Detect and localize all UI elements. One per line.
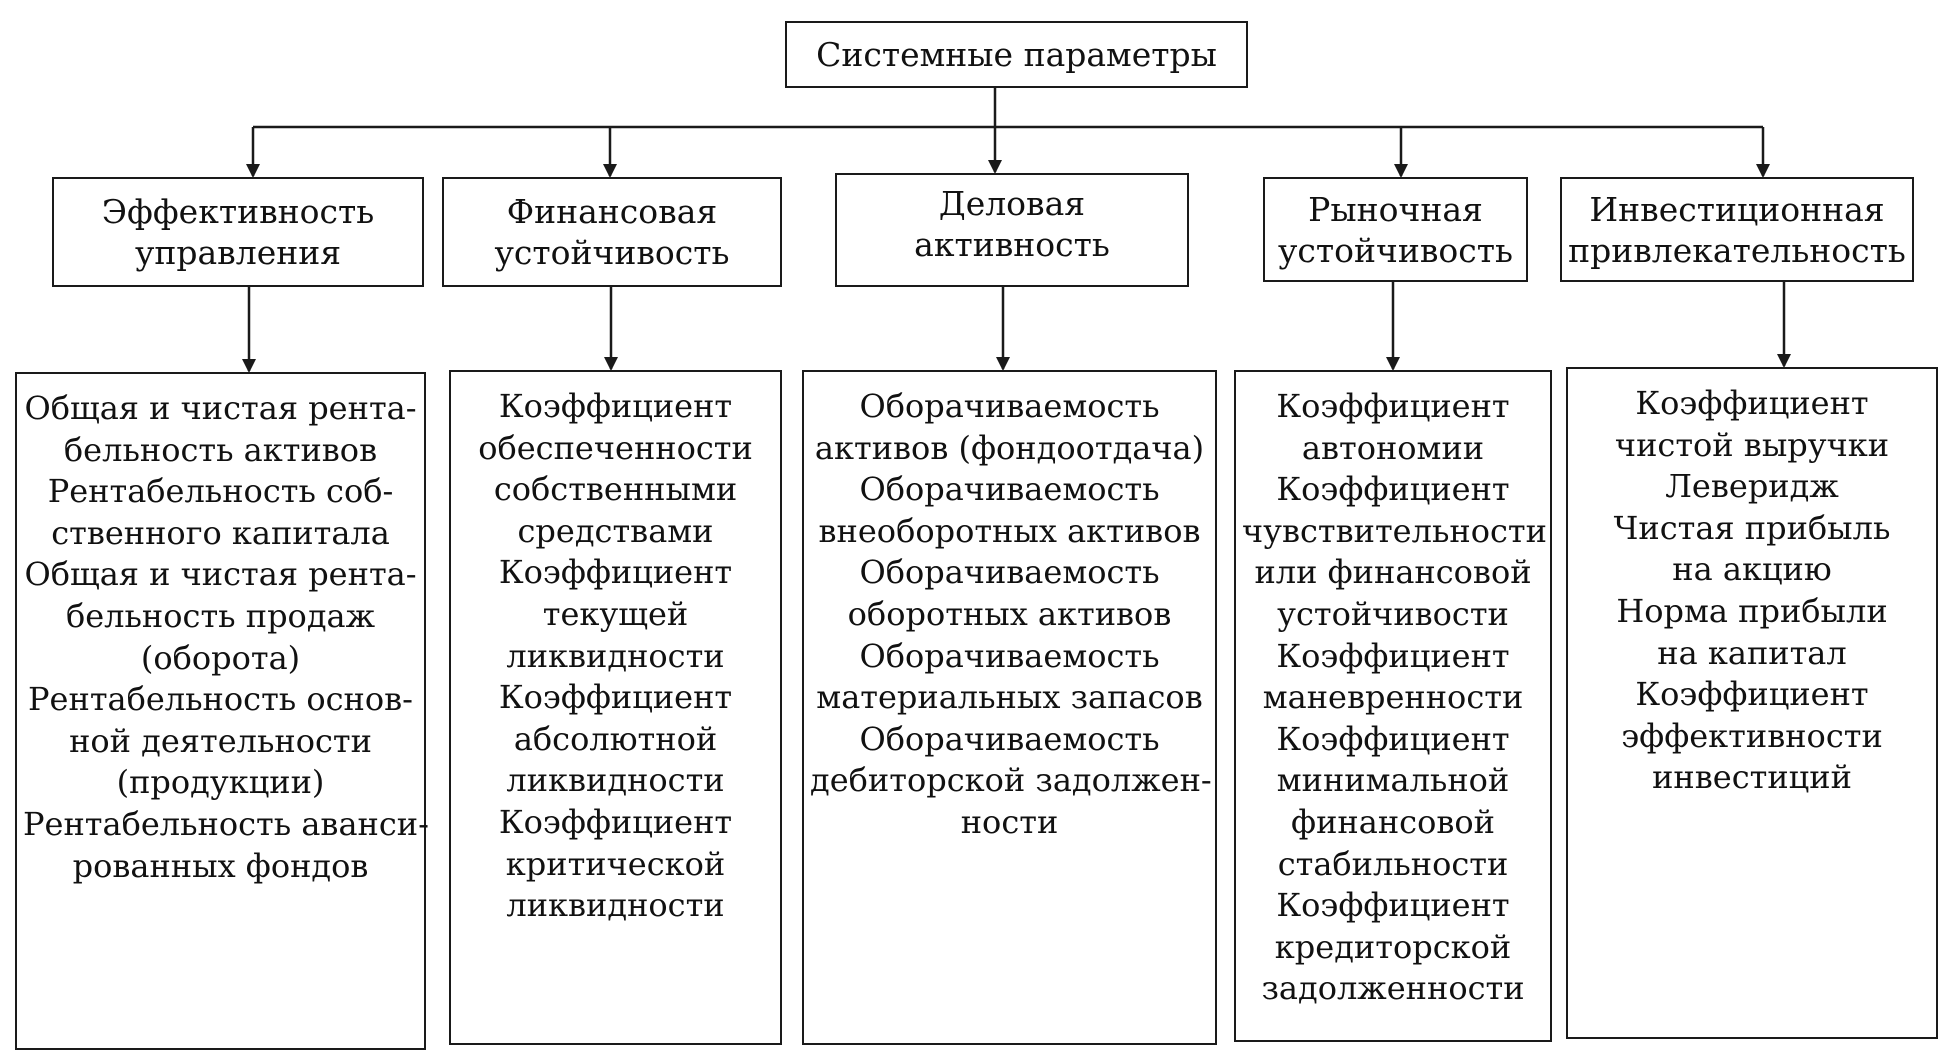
detail-item: абсолютной: [513, 719, 718, 758]
category-investment-attractiveness-details: Коэффициент чистой выручки Леверидж Чист…: [1566, 367, 1938, 1039]
detail-item: или финансовой: [1254, 553, 1532, 592]
detail-item: активов (фондоотдача): [814, 428, 1205, 467]
detail-item: Коэффициент: [1276, 719, 1510, 758]
detail-item: Коэффициент: [1276, 387, 1510, 425]
detail-item: на акцию: [1672, 550, 1832, 589]
detail-item: дебиторской задолжен-: [810, 761, 1212, 800]
category-financial-stability-details: Коэффициент обеспеченности собственными …: [449, 370, 782, 1045]
detail-item: Норма прибыли: [1616, 591, 1888, 630]
detail-item: Оборачиваемость: [859, 387, 1160, 425]
detail-item: Общая и чистая рента-: [24, 389, 417, 427]
detail-item: ликвидности: [506, 886, 725, 925]
detail-item: (продукции): [116, 763, 325, 802]
category-market-stability-details: Коэффициент автономии Коэффициент чувств…: [1234, 370, 1552, 1042]
category-market-stability-header: Рыночная устойчивость: [1263, 177, 1528, 282]
detail-item: чувствительности: [1242, 511, 1547, 550]
detail-item: Чистая прибыль: [1613, 508, 1891, 547]
detail-item: собственными: [493, 470, 738, 509]
detail-item: Оборачиваемость: [859, 470, 1160, 509]
detail-item: Коэффициент: [1276, 886, 1510, 925]
detail-item: стабильности: [1277, 844, 1509, 883]
detail-item: Оборачиваемость: [859, 553, 1160, 592]
detail-item: Коэффициент: [1635, 384, 1869, 422]
detail-item: средствами: [517, 511, 714, 550]
detail-item: обеспеченности: [478, 428, 753, 467]
detail-item: Рентабельность соб-: [47, 472, 394, 511]
detail-item: бельность продаж: [65, 596, 376, 635]
category-business-activity-details: Оборачиваемость активов (фондоотдача) Об…: [802, 370, 1217, 1045]
detail-item: бельность активов: [63, 430, 378, 469]
detail-item: Коэффициент: [498, 553, 733, 592]
detail-item: Коэффициент: [1276, 470, 1510, 509]
detail-item: маневренности: [1262, 678, 1524, 717]
detail-item: Оборачиваемость: [859, 719, 1160, 758]
detail-item: ликвидности: [506, 636, 725, 675]
category-business-activity-header: Деловая активность: [835, 173, 1189, 287]
detail-item: Коэффициент: [498, 678, 733, 717]
detail-item: Леверидж: [1665, 467, 1839, 506]
detail-item: Рентабельность аванси-: [23, 804, 429, 843]
detail-item: внеоборотных активов: [818, 511, 1201, 550]
detail-item: минимальной: [1276, 761, 1510, 800]
detail-item: финансовой: [1291, 802, 1495, 841]
category-financial-stability-header: Финансовая устойчивость: [442, 177, 782, 287]
detail-item: Общая и чистая рента-: [24, 555, 417, 594]
detail-item: материальных запасов: [816, 678, 1203, 717]
detail-item: кредиторской: [1274, 927, 1512, 966]
detail-item: ности: [960, 802, 1059, 841]
detail-item: критической: [505, 844, 726, 883]
detail-item: Оборачиваемость: [859, 636, 1160, 675]
detail-item: Рентабельность основ-: [28, 680, 413, 719]
detail-item: ликвидности: [506, 761, 725, 800]
detail-item: на капитал: [1657, 633, 1847, 672]
category-effectiveness-details: Общая и чистая рента- бельность активов …: [15, 372, 429, 1050]
detail-item: задолженности: [1261, 969, 1525, 1008]
detail-item: автономии: [1301, 428, 1485, 467]
detail-item: ственного капитала: [51, 513, 390, 552]
detail-item: инвестиций: [1652, 758, 1852, 797]
detail-item: чистой выручки: [1614, 425, 1890, 464]
detail-item: ной деятельности: [69, 721, 372, 760]
detail-item: оборотных активов: [847, 594, 1172, 633]
detail-item: Коэффициент: [498, 802, 733, 841]
detail-item: Коэффициент: [498, 387, 733, 425]
detail-item: рованных фондов: [72, 846, 369, 885]
category-effectiveness-header: Эффективность управления: [52, 177, 424, 287]
category-investment-attractiveness-header: Инвестиционная привлекательность: [1560, 177, 1914, 282]
detail-item: (оборота): [140, 638, 301, 677]
detail-item: устойчивости: [1277, 594, 1509, 633]
detail-item: Коэффициент: [1635, 675, 1869, 714]
detail-item: Коэффициент: [1276, 636, 1510, 675]
root-node: Системные параметры: [785, 21, 1248, 88]
detail-item: текущей: [542, 594, 689, 633]
root-node-label: Системные параметры: [816, 35, 1217, 74]
detail-item: эффективности: [1621, 716, 1883, 755]
